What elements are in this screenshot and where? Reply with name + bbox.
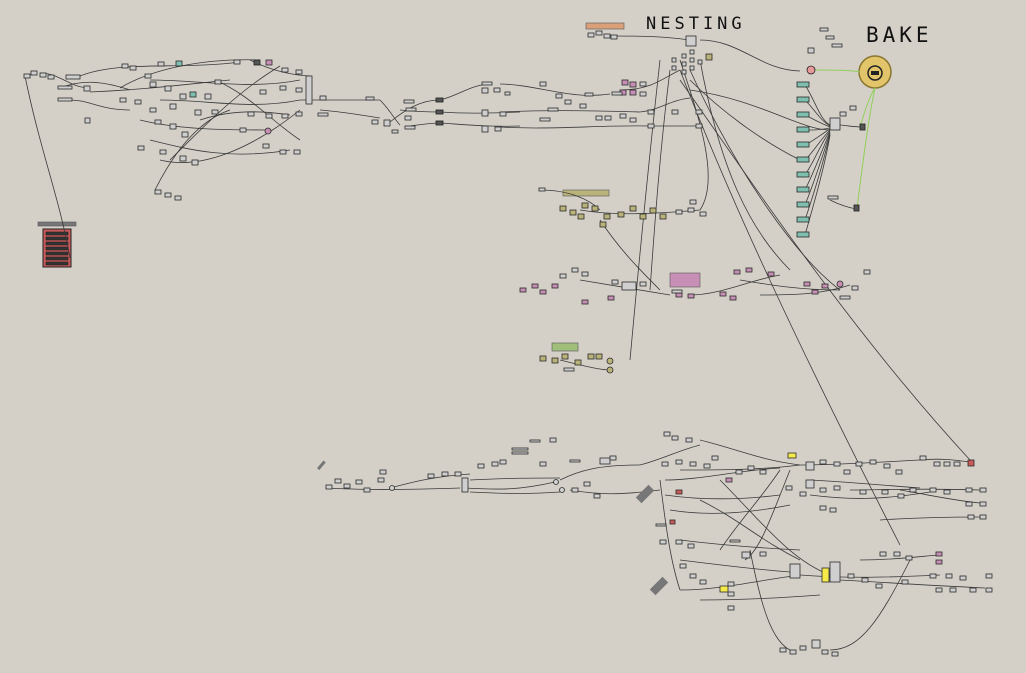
bake-button[interactable]: [858, 55, 892, 89]
slider-group-header: [37, 221, 77, 227]
scribble-mark-3: [649, 576, 669, 596]
green-group-header: [551, 342, 579, 352]
nesting-label: NESTING: [646, 14, 746, 34]
nodes-bake-column[interactable]: [796, 27, 866, 238]
bake-input-node[interactable]: [806, 65, 816, 75]
olive-group-header: [562, 189, 610, 197]
scribble-mark-2: [635, 484, 655, 504]
slider-rows[interactable]: [45, 231, 69, 266]
nesting-header-bar: [585, 22, 625, 30]
wires-top-middle: [439, 35, 971, 546]
wires-bake-column: [804, 69, 876, 236]
nodes-top-middle[interactable]: [481, 30, 713, 133]
scribble-mark: [317, 460, 326, 471]
bake-label: BAKE: [866, 23, 933, 47]
nodes-olive-group[interactable]: [538, 187, 707, 228]
wires-bottom: [327, 439, 986, 651]
nodes-pink-group[interactable]: [519, 267, 871, 305]
nodes-green-group[interactable]: [539, 353, 614, 374]
nodes-bottom[interactable]: [317, 431, 993, 657]
bake-icon: [867, 65, 883, 81]
pink-group-panel[interactable]: [669, 272, 701, 288]
nodes-top-left[interactable]: [23, 59, 444, 201]
